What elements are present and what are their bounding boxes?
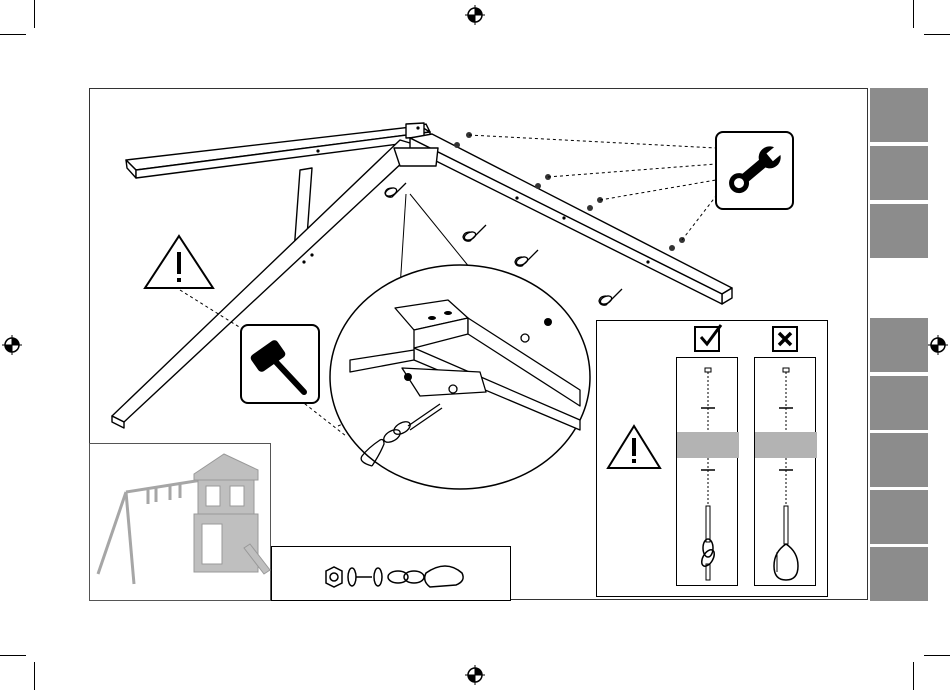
hammer-icon <box>246 330 316 400</box>
warning-triangle-icon <box>143 234 215 290</box>
incorrect-checkbox <box>772 326 798 352</box>
cross-mark-icon <box>776 330 794 348</box>
wrench-icon <box>723 139 787 203</box>
playset-overview-panel <box>89 443 271 601</box>
check-mark-icon <box>697 323 723 349</box>
hardware-sequence-panel <box>271 546 511 601</box>
correct-hook-diagram <box>677 358 739 587</box>
correct-hook-column <box>676 357 738 586</box>
incorrect-hook-column <box>754 357 816 586</box>
playset-illustration <box>90 444 272 602</box>
warning-small-icon <box>606 424 662 470</box>
bolt-washer-hook-icon <box>322 561 472 595</box>
wrench-tool-box <box>715 131 794 210</box>
correct-checkbox <box>694 326 720 352</box>
hammer-tool-box <box>240 324 320 404</box>
incorrect-hook-diagram <box>755 358 817 587</box>
